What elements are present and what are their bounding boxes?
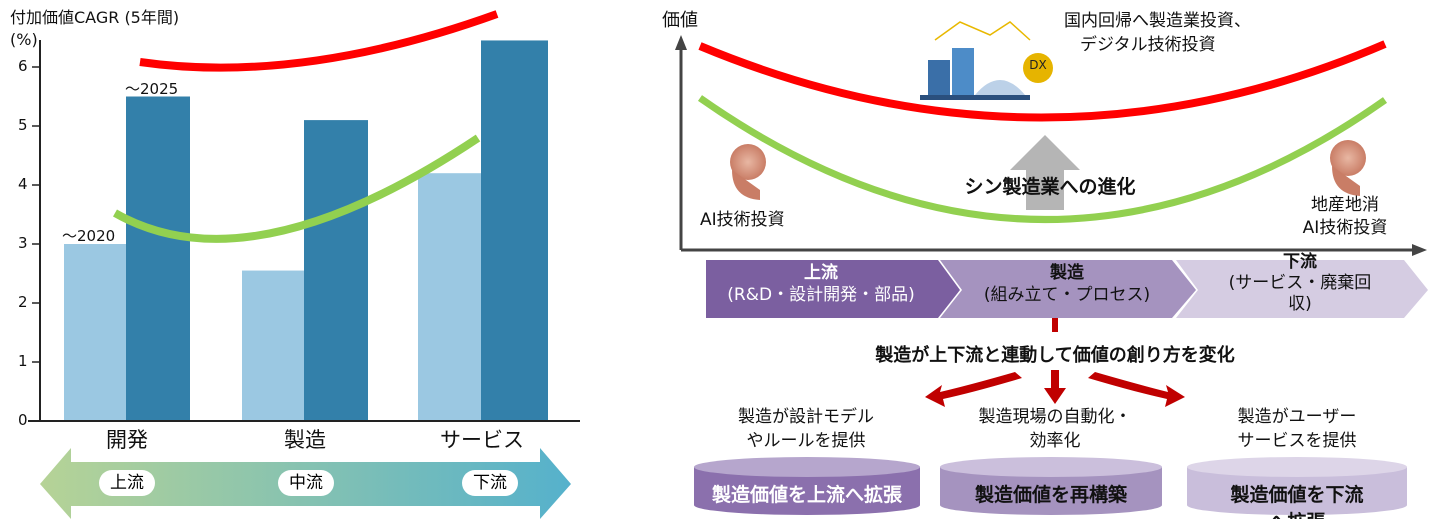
connector-line	[1052, 318, 1058, 332]
bar-開発-〜2020	[64, 244, 126, 421]
stage-chevron-manufacturing	[940, 260, 1196, 318]
outcome-downstream-desc2: サービスを提供	[1237, 431, 1357, 451]
bar-group	[64, 40, 548, 421]
y-tick-label: 3	[18, 234, 28, 252]
factory-icon	[920, 21, 1053, 100]
y-tick-label: 5	[18, 116, 28, 134]
top-caption-line1: 国内回帰へ製造業投資、	[1064, 11, 1251, 31]
y-axis-label: (%)	[10, 30, 38, 49]
ai-head-icon-right	[1330, 140, 1366, 196]
stage-downstream: 下流 (サービス・廃棄回 収)	[1200, 252, 1400, 314]
y-tick-label: 0	[18, 411, 28, 429]
y-tick-label: 4	[18, 175, 28, 193]
stage-manufacturing-title: 製造	[1050, 263, 1084, 283]
y-tick-label: 2	[18, 293, 28, 311]
chart-title: 付加価値CAGR (5年間)	[10, 8, 180, 27]
stage-downstream-sub2: 収)	[1288, 294, 1312, 314]
bar-サービス-〜2025	[481, 40, 548, 421]
green-trend-curve	[113, 134, 481, 243]
branch-arrows	[925, 370, 1185, 407]
outcome-downstream-label: 製造価値を下流へ拡張	[1230, 484, 1364, 519]
stage-upstream-sub: (R&D・設計開発・部品)	[727, 285, 915, 305]
flow-label-upstream: 上流	[99, 470, 155, 496]
red-value-curve	[698, 40, 1387, 122]
ai-investment-right-line1: 地産地消	[1311, 195, 1379, 215]
outcome-downstream-desc: 製造がユーザー サービスを提供	[1238, 405, 1357, 453]
series-label-2020: 〜2020	[62, 227, 116, 245]
stage-chevron-upstream	[706, 260, 960, 318]
bar-製造-〜2025	[304, 120, 368, 421]
stream-axis-arrowhead	[1412, 244, 1427, 256]
outcome-upstream-label: 製造価値を上流へ拡張	[711, 484, 903, 506]
stage-manufacturing-sub: (組み立て・プロセス)	[983, 285, 1151, 305]
ai-investment-left: AI技術投資	[700, 210, 785, 230]
stage-upstream-title: 上流	[804, 263, 838, 283]
flow-label-downstream: 下流	[462, 470, 518, 496]
category-label-service: サービス	[440, 428, 524, 452]
bar-サービス-〜2020	[418, 173, 481, 421]
y-tick-label: 6	[18, 57, 28, 75]
outcome-manufacturing-desc1: 製造現場の自動化・	[978, 407, 1132, 427]
outcome-upstream-desc1: 製造が設計モデル	[738, 407, 874, 427]
value-axis-label: 価値	[662, 10, 698, 31]
evolution-label: シン製造業への進化	[964, 176, 1136, 198]
arrow-right	[1088, 372, 1185, 407]
change-caption: 製造が上下流と連動して価値の創り方を変化	[875, 345, 1235, 366]
stage-manufacturing: 製造 (組み立て・プロセス)	[962, 262, 1172, 320]
category-label-development: 開発	[106, 428, 148, 452]
evolution-up-arrow	[1010, 135, 1080, 210]
y-tick-label: 1	[18, 352, 28, 370]
y-ticks	[32, 66, 40, 422]
ai-investment-right-line2: AI技術投資	[1302, 218, 1388, 238]
dx-badge: DX	[1029, 58, 1047, 72]
outcome-manufacturing-desc2: 効率化	[1029, 431, 1081, 451]
dx-badge-circle	[1023, 53, 1053, 83]
flow-label-midstream: 中流	[278, 470, 334, 496]
outcome-upstream-desc: 製造が設計モデル やルールを提供	[738, 405, 874, 453]
outcome-manufacturing-desc: 製造現場の自動化・ 効率化	[979, 405, 1132, 453]
category-label-manufacturing: 製造	[284, 428, 326, 452]
outcome-upstream-desc2: やルールを提供	[746, 431, 866, 451]
bar-開発-〜2025	[126, 96, 190, 421]
stage-upstream: 上流 (R&D・設計開発・部品)	[706, 262, 936, 320]
ai-head-icon-left	[730, 144, 766, 200]
green-value-curve	[697, 95, 1388, 223]
arrow-left	[925, 372, 1022, 407]
red-trend-curve	[139, 10, 499, 72]
series-label-2025: 〜2025	[125, 80, 179, 98]
stage-downstream-sub: (サービス・廃棄回	[1228, 273, 1372, 293]
top-caption-line2: デジタル技術投資	[1080, 35, 1216, 55]
outcome-manufacturing-label: 製造価値を再構築	[974, 484, 1128, 506]
outcome-downstream-desc1: 製造がユーザー	[1237, 407, 1357, 427]
cylinders	[694, 457, 1407, 515]
stage-downstream-title: 下流	[1283, 252, 1317, 272]
bar-製造-〜2020	[242, 270, 304, 421]
arrow-down	[1044, 370, 1066, 404]
value-axis-arrowhead	[675, 35, 687, 50]
stage-chevron-downstream	[1176, 260, 1428, 318]
